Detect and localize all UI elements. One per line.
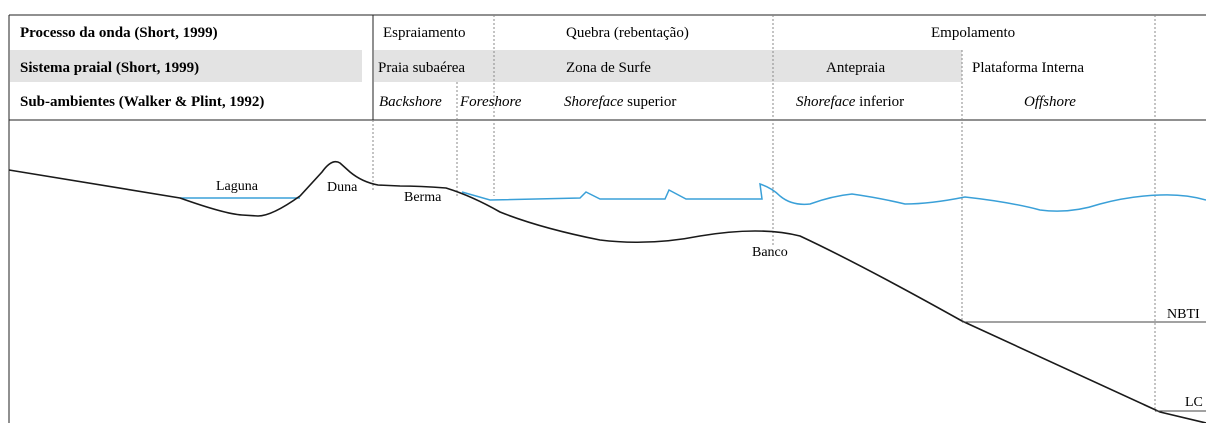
label-laguna: Laguna xyxy=(216,179,259,194)
zone-dividers xyxy=(372,15,1156,410)
system-header-shade xyxy=(10,50,362,82)
label-nbt: NBTI xyxy=(1167,307,1200,322)
sea-surface-line xyxy=(461,182,1206,212)
process-breaking: Quebra (rebentação) xyxy=(566,25,689,41)
system-inner-shelf: Plataforma Interna xyxy=(972,60,1084,76)
subenv-lower-shoreface: Shoreface inferior xyxy=(796,94,904,110)
process-row-header: Processo da onda (Short, 1999) xyxy=(20,25,218,41)
process-shoaling: Empolamento xyxy=(931,25,1015,41)
process-swash: Espraiamento xyxy=(383,25,465,41)
subenv-upper-shoreface-italic: Shoreface xyxy=(564,94,624,110)
system-row-header: Sistema praial (Short, 1999) xyxy=(20,60,199,76)
subenv-lower-shoreface-suffix: inferior xyxy=(855,94,904,110)
subenv-backshore: Backshore xyxy=(379,94,442,110)
subenv-foreshore: Foreshore xyxy=(459,94,522,110)
system-nearshore: Antepraia xyxy=(826,60,885,76)
subenv-upper-shoreface: Shoreface superior xyxy=(564,94,676,110)
label-lc: LC xyxy=(1185,395,1203,410)
system-subaerial-beach: Praia subaérea xyxy=(378,60,465,76)
subenv-row-header: Sub-ambientes (Walker & Plint, 1992) xyxy=(20,94,264,110)
label-duna: Duna xyxy=(327,180,358,195)
seabed-profile-line xyxy=(8,160,1206,423)
subenv-lower-shoreface-italic: Shoreface xyxy=(796,94,856,110)
zona-surfe-antepraia-shade xyxy=(494,50,962,82)
label-banco: Banco xyxy=(752,245,788,260)
subenv-upper-shoreface-suffix: superior xyxy=(623,94,676,110)
label-berma: Berma xyxy=(404,190,442,205)
system-surf-zone: Zona de Surfe xyxy=(566,60,651,76)
subenv-offshore: Offshore xyxy=(1024,94,1076,110)
praia-subaerea-shade xyxy=(374,50,494,82)
